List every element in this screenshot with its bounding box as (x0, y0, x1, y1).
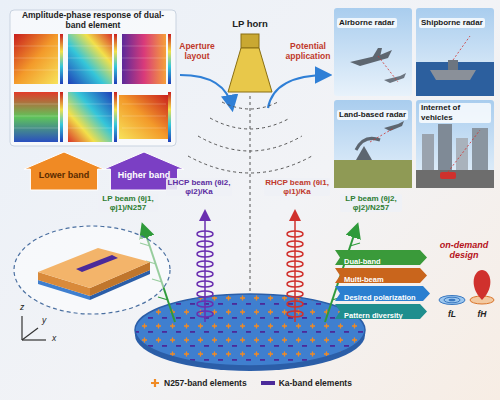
node-text: Amplitude-phase response of dual-band el… (14, 11, 172, 31)
legend-swatch (261, 381, 275, 385)
arrow-outline (24, 152, 104, 190)
horn-flare (228, 48, 272, 92)
legend: N257-band elements Ka-band elements (150, 378, 352, 388)
node-text: Airborne radar (337, 18, 397, 28)
feature-tag: Multi-beam (335, 268, 427, 283)
annotation-label: fH (474, 310, 490, 320)
legend-text: N257-band elements (164, 378, 247, 388)
feature-tag: Desired polarization (335, 286, 430, 301)
application-image: Internet of vehicles (416, 100, 494, 188)
plus-symbol (151, 379, 159, 387)
plot-panel: Amplitude-phase response of dual-band el… (8, 8, 178, 148)
application-image: Airborne radar (334, 8, 412, 96)
annotation-label: x (48, 334, 60, 344)
node-text: Dual-band (335, 254, 381, 269)
node-text: Desired polarization (335, 290, 416, 305)
annotation-label: LP beam (θj1, φj1)/N257 (98, 194, 158, 212)
annotation-label: z (16, 303, 28, 313)
application-image: Shipborne radar (416, 8, 494, 96)
horn-shape (218, 18, 282, 92)
node-text: LP horn (218, 18, 282, 30)
node-text: Multi-beam (335, 272, 384, 287)
horn-feed (241, 34, 259, 48)
annotation-label: Aperture layout (176, 42, 218, 62)
legend-symbol (150, 378, 160, 388)
annotation-label: LHCP beam (θi2, φi2)/Ka (166, 178, 232, 196)
annotation-label: RHCP beam (θi1, φi1)/Ka (264, 178, 330, 196)
legend-item: N257-band elements (150, 378, 247, 388)
node-text: Shipborne radar (419, 18, 485, 28)
node-text: Internet of vehicles (419, 103, 491, 123)
legend-text: Ka-band elements (279, 378, 352, 388)
application-image: Land-based radar (334, 100, 412, 188)
horn-antenna: LP horn (218, 18, 282, 92)
legend-item: Ka-band elements (261, 378, 352, 388)
annotation-label: on-demand design (432, 240, 496, 261)
node-text: Pattern diversity (335, 308, 403, 323)
annotation-label: LP beam (θj2, φj2)/N257 (340, 194, 402, 212)
band-arrow: Lower band (24, 152, 104, 190)
annotation-label: fL (444, 310, 460, 320)
annotation-label: y (38, 316, 50, 326)
feature-tag: Dual-band (335, 250, 427, 265)
node-text: Land-based radar (337, 110, 408, 120)
node-text: Lower band (24, 170, 104, 181)
annotation-label: Potential application (284, 42, 332, 62)
feature-tag: Pattern diversity (335, 304, 427, 319)
